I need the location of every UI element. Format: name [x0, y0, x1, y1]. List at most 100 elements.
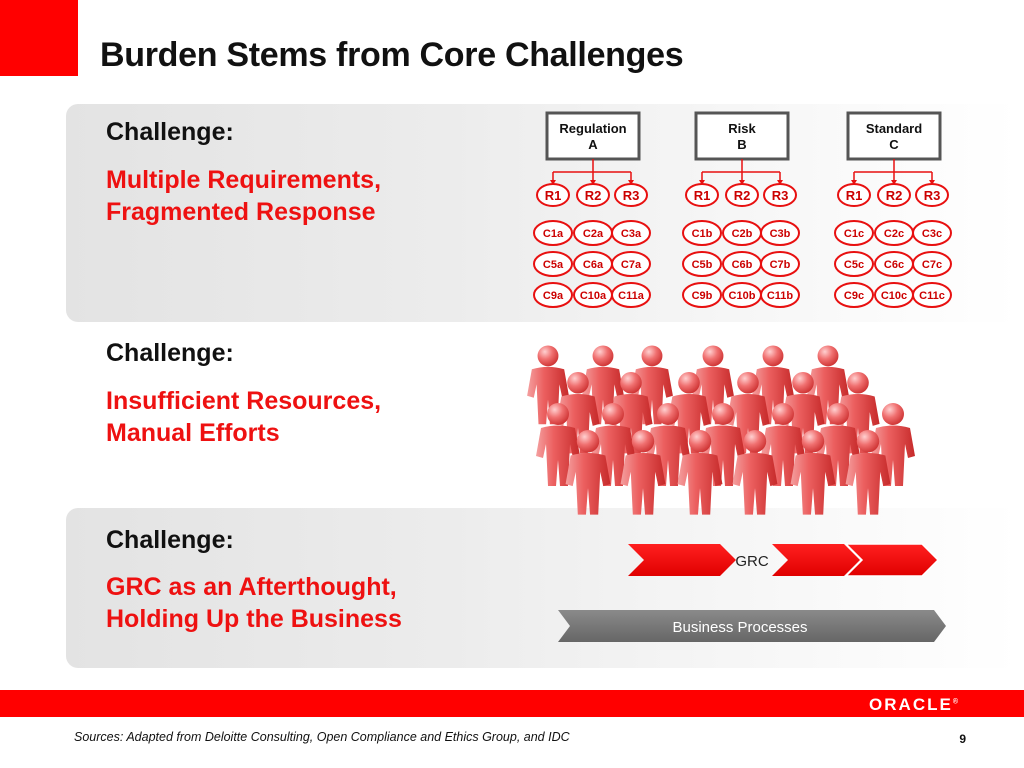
challenge-3-text: GRC as an Afterthought, Holding Up the B… — [106, 571, 402, 635]
group-1-control-label: C2a — [583, 228, 604, 240]
group-1-req-label-2: R2 — [585, 188, 602, 203]
group-3-req-node-1 — [837, 183, 871, 207]
group-3-req-arrow-1 — [851, 180, 857, 185]
grc-chevron-3 — [844, 543, 940, 577]
person-icon — [790, 430, 836, 515]
group-1-req-arrow-1 — [550, 180, 556, 185]
oracle-logo: ORACLE® — [869, 695, 958, 714]
challenge-1-line-2: Fragmented Response — [106, 198, 376, 226]
person-icon — [845, 430, 891, 515]
group-1-control-label: C6a — [583, 259, 604, 271]
group-3-req-label-2: R2 — [886, 188, 903, 203]
group-1-control-node — [611, 251, 651, 277]
group-2-control-label: C9b — [692, 290, 713, 302]
group-3-box — [846, 111, 942, 161]
group-2-req-label-2: R2 — [734, 188, 751, 203]
group-2-control-label: C2b — [732, 228, 753, 240]
group-2-req-node-3 — [763, 183, 797, 207]
sources-note: Sources: Adapted from Deloitte Consultin… — [74, 730, 570, 744]
group-2-control-label: C6b — [732, 259, 753, 271]
person-icon — [752, 345, 794, 425]
challenge-1-label: Challenge: — [106, 118, 234, 146]
group-1-box — [545, 111, 641, 161]
page-title: Burden Stems from Core Challenges — [100, 36, 684, 74]
group-3-control-node — [834, 251, 874, 277]
group-1-control-node — [533, 220, 573, 246]
group-2-req-arrow-1 — [699, 180, 705, 185]
group-3-control-node — [912, 251, 952, 277]
group-1-req-arrow-3 — [628, 180, 634, 185]
person-icon — [527, 345, 569, 425]
person-icon — [536, 403, 580, 486]
group-1-control-label: C10a — [580, 290, 607, 302]
challenge-3-line-1: GRC as an Afterthought, — [106, 573, 397, 601]
group-2-control-node — [682, 251, 722, 277]
group-3-name-line-1: Standard — [866, 121, 922, 136]
footer-bar: ORACLE® — [0, 690, 1024, 717]
group-3-req-label-3: R3 — [924, 188, 941, 203]
group-2-control-node — [760, 220, 800, 246]
person-icon — [565, 430, 611, 515]
group-1-req-arrow-2 — [590, 180, 596, 185]
person-icon — [726, 371, 770, 454]
group-1-control-node — [533, 251, 573, 277]
challenge-2-line-1: Insufficient Resources, — [106, 387, 382, 415]
person-icon — [582, 345, 624, 425]
group-3-name-line-2: C — [889, 137, 899, 152]
group-3-control-label: C11c — [919, 290, 945, 302]
group-2-control-label: C10b — [729, 290, 756, 302]
person-icon — [761, 403, 805, 486]
group-1-name-line-2: A — [588, 137, 598, 152]
group-2-req-arrow-2 — [739, 180, 745, 185]
person-icon — [692, 345, 734, 425]
person-icon — [591, 403, 635, 486]
group-1-control-node — [611, 220, 651, 246]
group-3-control-node — [834, 282, 874, 308]
group-2-req-label-1: R1 — [694, 188, 711, 203]
group-2-control-node — [760, 251, 800, 277]
group-2-control-node — [682, 282, 722, 308]
group-2-control-node — [760, 282, 800, 308]
group-1-req-label-3: R3 — [623, 188, 640, 203]
business-processes-shape — [558, 610, 946, 642]
group-2-control-label: C11b — [767, 290, 794, 302]
group-1-control-label: C9a — [543, 290, 564, 302]
group-2-name-line-1: Risk — [728, 121, 756, 136]
challenge-3-label: Challenge: — [106, 526, 234, 554]
group-2-box — [694, 111, 790, 161]
group-1-req-node-2 — [576, 183, 610, 207]
group-1-req-node-3 — [614, 183, 648, 207]
group-1-control-label: C5a — [543, 259, 564, 271]
group-1-control-label: C7a — [621, 259, 642, 271]
group-3-req-node-3 — [915, 183, 949, 207]
group-1-req-node-1 — [536, 183, 570, 207]
grc-chevrons: GRC — [628, 543, 940, 577]
group-3-control-node — [912, 282, 952, 308]
page-number: 9 — [959, 732, 966, 746]
person-icon — [677, 430, 723, 515]
group-1-control-node — [611, 282, 651, 308]
person-icon — [620, 430, 666, 515]
group-2-req-arrow-3 — [777, 180, 783, 185]
group-1-req-label-1: R1 — [545, 188, 562, 203]
group-3-control-label: C9c — [844, 290, 864, 302]
group-3-control-node — [912, 220, 952, 246]
group-2-req-node-1 — [685, 183, 719, 207]
corner-block — [0, 0, 78, 76]
grc-label: GRC — [735, 553, 769, 570]
group-3-control-label: C2c — [884, 228, 904, 240]
challenge-1-line-1: Multiple Requirements, — [106, 166, 382, 194]
group-3-control-label: C5c — [844, 259, 864, 271]
person-icon — [701, 403, 745, 486]
group-1-control-label: C3a — [621, 228, 642, 240]
group-3-control-label: C3c — [922, 228, 942, 240]
challenge-2-line-2: Manual Efforts — [106, 419, 280, 447]
group-2-control-label: C5b — [692, 259, 713, 271]
group-3-control-label: C7c — [922, 259, 942, 271]
group-2-control-label: C7b — [770, 259, 791, 271]
group-1-control-node — [533, 282, 573, 308]
group-1-control-label: C11a — [618, 290, 645, 302]
challenge-2-label: Challenge: — [106, 339, 234, 367]
